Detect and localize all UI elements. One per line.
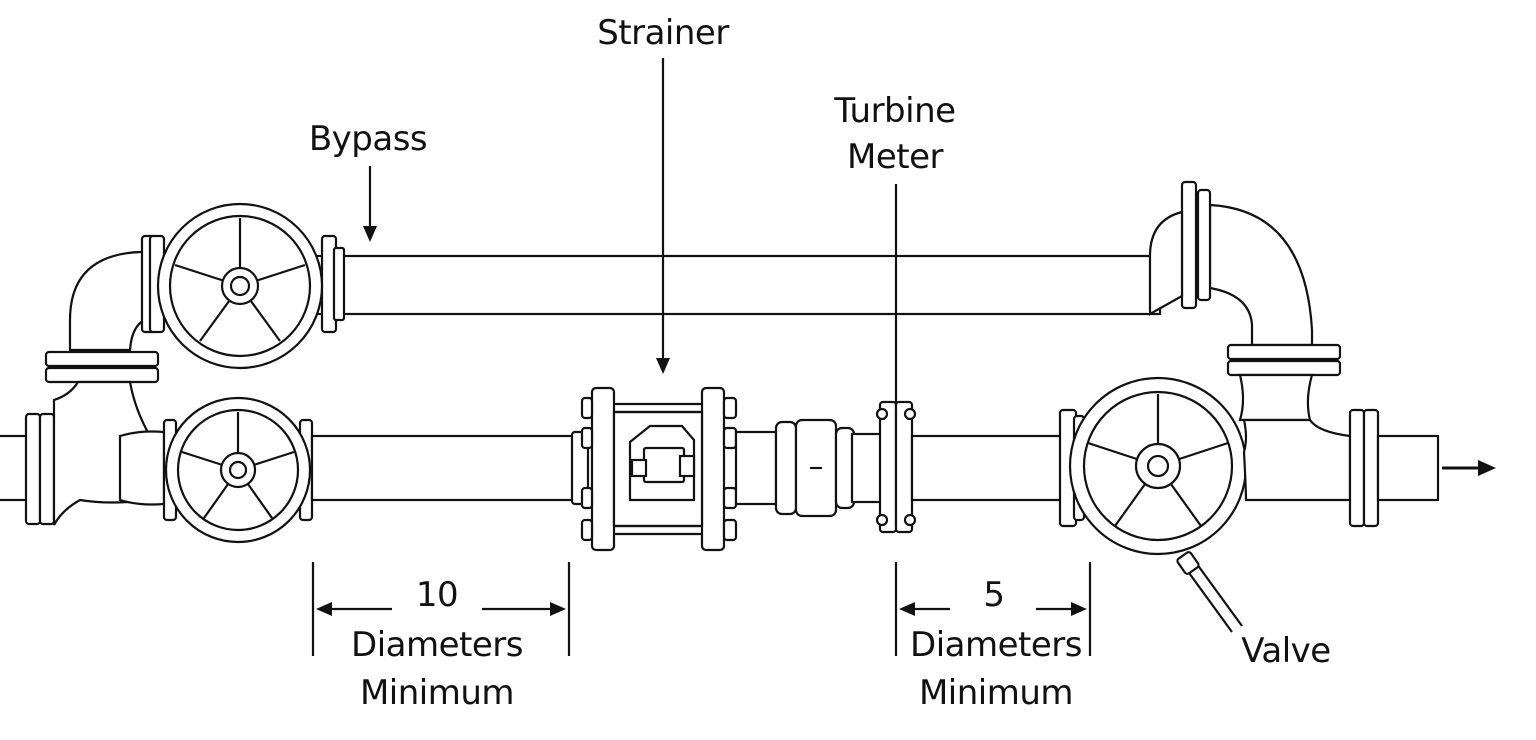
upstream-dimension-unit: Diameters bbox=[351, 625, 523, 665]
downstream-dimension-unit: Diameters bbox=[910, 625, 1082, 665]
bypass-pipe bbox=[298, 254, 1162, 316]
bypass-line bbox=[44, 180, 1342, 422]
upstream-dimension bbox=[311, 562, 571, 656]
bypass-left-elbow bbox=[68, 250, 152, 352]
main-line bbox=[0, 376, 1440, 633]
downstream-dimension-count: 5 bbox=[983, 575, 1005, 615]
flow-direction-arrow-icon bbox=[1442, 460, 1496, 476]
downstream-straight-pipe bbox=[910, 434, 1064, 502]
inlet-valve[interactable] bbox=[162, 396, 314, 544]
bypass-right-elbow bbox=[1208, 203, 1314, 347]
bypass-leader bbox=[363, 166, 377, 242]
outlet-pipe bbox=[1376, 434, 1440, 502]
upstream-dimension-count: 10 bbox=[415, 575, 459, 615]
outlet-valve[interactable] bbox=[1058, 376, 1248, 633]
outlet-tee bbox=[1242, 418, 1352, 502]
upstream-straight-pipe bbox=[310, 434, 576, 502]
bypass-label: Bypass bbox=[308, 119, 428, 159]
downstream-dimension-qualifier: Minimum bbox=[918, 673, 1074, 713]
downstream-dimension bbox=[894, 562, 1092, 656]
strainer-leader bbox=[656, 58, 670, 374]
valve-label: Valve bbox=[1241, 631, 1331, 671]
upstream-dimension-qualifier: Minimum bbox=[359, 673, 515, 713]
turbine-meter[interactable] bbox=[875, 400, 917, 534]
turbine-meter-label-line2: Meter bbox=[847, 137, 943, 177]
strainer-label: Strainer bbox=[597, 13, 729, 53]
strainer[interactable] bbox=[570, 386, 778, 552]
pipe-coupling bbox=[774, 418, 884, 518]
bypass-valve[interactable] bbox=[148, 202, 346, 370]
turbine-meter-label-line1: Turbine bbox=[834, 91, 956, 131]
